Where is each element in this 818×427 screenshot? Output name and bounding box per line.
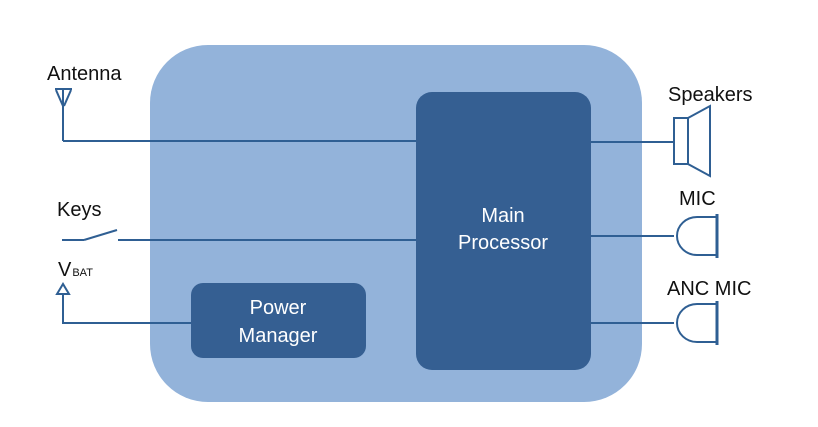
mic-label: MIC <box>679 188 716 210</box>
power-manager-label-1: Power <box>250 297 307 319</box>
antenna-icon <box>55 88 72 141</box>
microphone-icon <box>676 214 719 258</box>
anc-mic-label: ANC MIC <box>667 278 751 300</box>
vbat-wire <box>62 294 191 324</box>
battery-arrow-icon <box>55 282 71 295</box>
main-processor-label-1: Main <box>481 205 524 227</box>
keys-label: Keys <box>57 199 101 221</box>
anc-microphone-icon <box>676 301 719 345</box>
power-manager-block <box>191 283 366 358</box>
main-processor-label-2: Processor <box>458 232 548 254</box>
power-manager-label-2: Manager <box>239 325 318 347</box>
vbat-label: VBAT <box>58 259 93 281</box>
speaker-icon <box>673 104 711 178</box>
main-processor-block <box>416 92 591 370</box>
speakers-label: Speakers <box>668 84 753 106</box>
antenna-label: Antenna <box>47 63 122 85</box>
switch-icon <box>62 229 118 241</box>
